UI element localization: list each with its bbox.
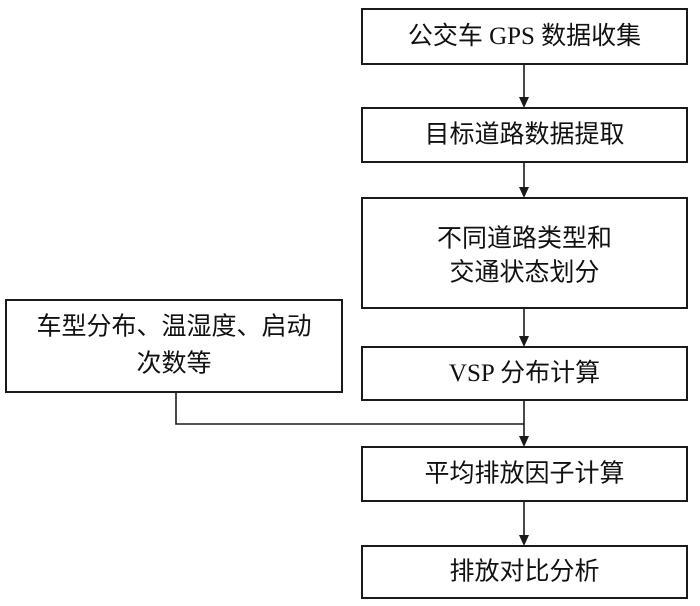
node-side-input-line-1: 车型分布、温湿度、启动 — [36, 313, 311, 341]
node-vsp-calc: VSP 分布计算 — [361, 346, 688, 401]
node-emission-factor: 平均排放因子计算 — [361, 446, 688, 502]
arrowhead-vsp — [519, 336, 529, 347]
node-comparison-label: 排放对比分析 — [449, 558, 599, 586]
edge-side-input-to-emission — [175, 392, 524, 425]
node-gps-collection: 公交车 GPS 数据收集 — [361, 8, 688, 65]
arrowhead-comparison — [519, 535, 529, 546]
node-gps-collection-label: 公交车 GPS 数据收集 — [408, 22, 641, 50]
arrowhead-extraction — [519, 97, 529, 108]
node-classification-line-2: 交通状态划分 — [449, 259, 599, 287]
node-classification-line-1: 不同道路类型和 — [437, 225, 612, 253]
node-side-input-line-2: 次数等 — [136, 350, 211, 378]
node-emission-factor-label: 平均排放因子计算 — [424, 460, 624, 488]
arrowhead-emission — [519, 436, 529, 447]
node-comparison: 排放对比分析 — [361, 545, 688, 599]
arrowhead-classification — [519, 187, 529, 198]
node-road-extraction-label: 目标道路数据提取 — [424, 121, 624, 149]
node-classification: 不同道路类型和 交通状态划分 — [361, 197, 688, 309]
node-side-input: 车型分布、温湿度、启动 次数等 — [5, 299, 343, 393]
node-vsp-calc-label: VSP 分布计算 — [449, 359, 600, 387]
node-road-extraction: 目标道路数据提取 — [361, 107, 688, 163]
